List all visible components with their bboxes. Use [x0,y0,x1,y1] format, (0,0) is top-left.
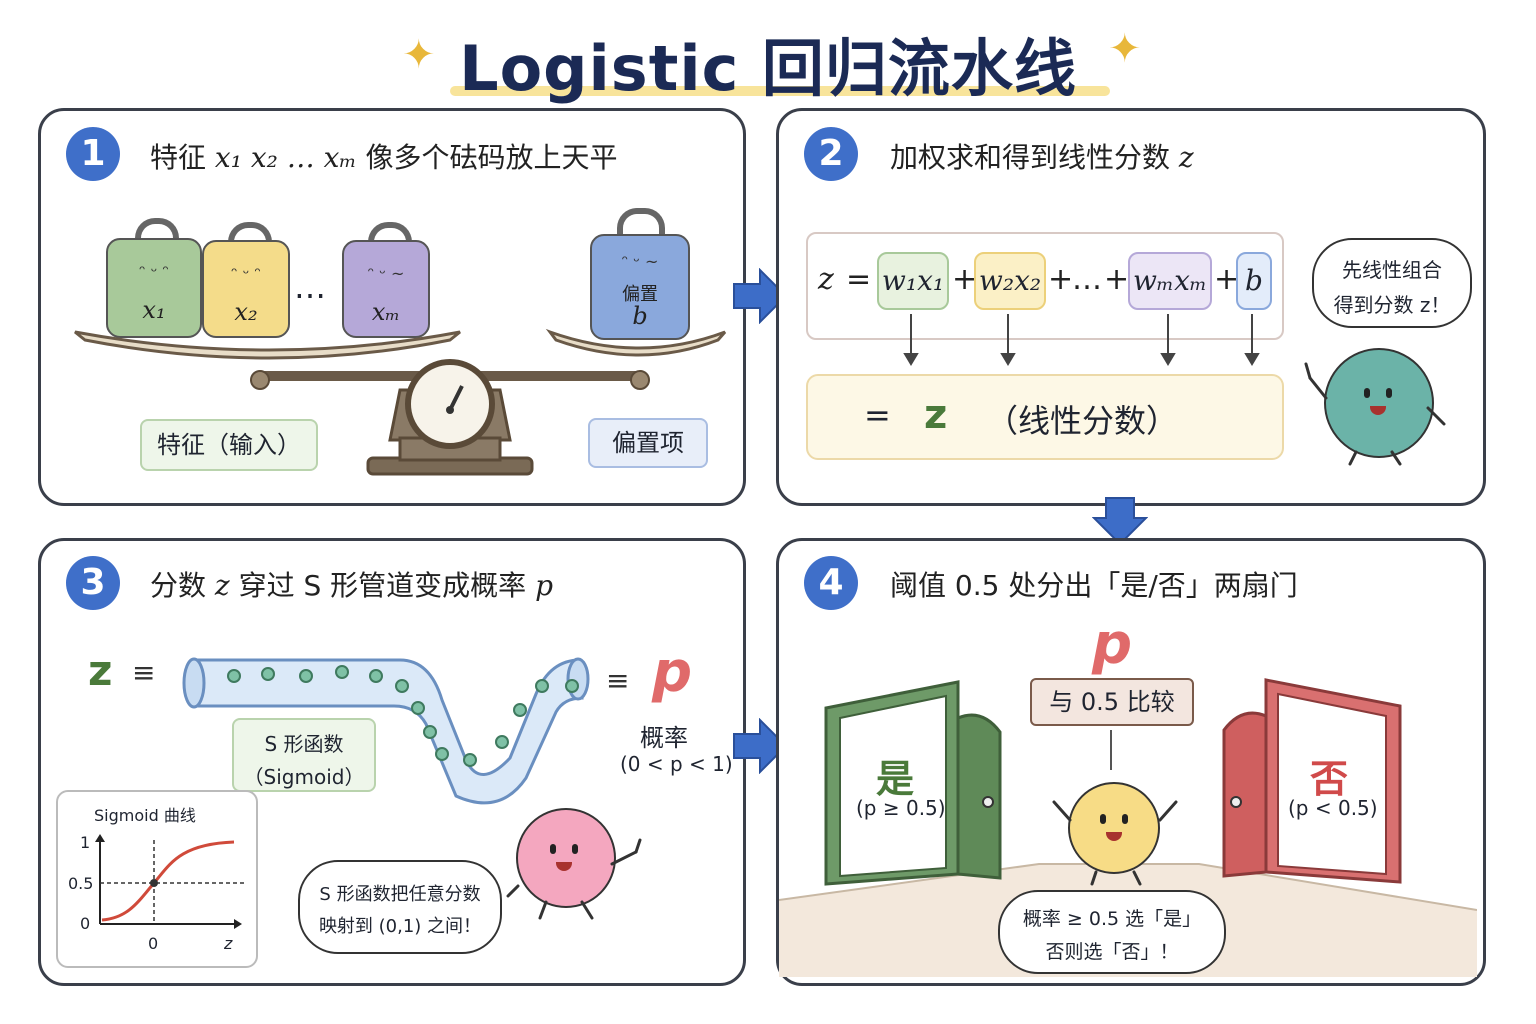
speech-bubble: S 形函数把任意分数 映射到 (0,1) 之间！ [298,860,502,954]
step-badge-3: 3 [66,556,120,610]
plus: + [1104,262,1130,297]
down-arrows-icon [903,314,1260,366]
mascot-teal-icon [1324,348,1434,458]
door-yes-icon [824,680,1002,886]
weight-x2: ᵔ ᵕ ᵔ x₂ [202,240,290,338]
equation-box [806,232,1284,340]
plot-xtick: 0 [148,934,159,953]
dots: … [1072,262,1102,297]
weight-xm: ᵔ ᵕ ~ xₘ [342,240,430,338]
yes-label: 是 [876,757,915,801]
p-label: p [1092,612,1133,677]
result-label: （线性分数） [986,402,1179,440]
panel4-title: 阈值 0.5 处分出「是/否」两扇门 [890,569,1298,602]
compare-sign: 与 0.5 比较 [1030,678,1194,726]
p-output-label: p [652,640,693,705]
speech-bubble: 概率 ≥ 0.5 选「是」 否则选「否」！ [998,890,1226,974]
weight-bias: ᵔ ᵕ ~ 偏置 b [590,234,690,340]
sigmoid-plot [95,834,246,929]
tag-features: 特征（输入） [140,419,318,471]
term-b: b [1236,252,1272,310]
plus: + [1048,262,1074,297]
eq-equals: = [846,262,872,297]
panel1-title: 特征 x₁ x₂ … xₘ 像多个砝码放上天平 [150,141,618,174]
balance-scale-icon [74,328,727,476]
term-w1x1: w₁x₁ [877,252,949,310]
step-badge-4: 4 [804,556,858,610]
page-title: Logistic 回归流水线 [459,32,1077,105]
sparkle-icon: ✦ [402,32,436,78]
result-box [806,374,1284,460]
term-wmxm: wₘxₘ [1128,252,1212,310]
sign-post [1110,730,1112,770]
mascot-limbs-icon [506,838,642,920]
sigmoid-tube-icon [182,657,590,805]
step-badge-1: 1 [66,127,120,181]
mascot-pink-icon [516,808,616,908]
speech-bubble: 先线性组合 得到分数 z！ [1312,238,1472,328]
eq-z: z [818,262,834,297]
mascot-yellow-icon [1068,782,1160,874]
weight-handle-icon [368,222,412,248]
flow-lines-icon: ≡ [132,656,156,689]
result-equals: = [864,396,891,434]
weight-x1: ᵔ ᵕ ᵔ x₁ [106,238,202,338]
plus: + [1214,262,1240,297]
plot-xtick: z [224,934,233,953]
plot-ytick: 1 [80,833,91,852]
result-z: z [924,392,948,438]
weight-handle-icon [617,208,665,242]
arrow-down-icon [1092,497,1148,546]
term-w2x2: w₂x₂ [974,252,1046,310]
plot-ytick: 0.5 [68,874,94,893]
panel2-title: 加权求和得到线性分数 z [890,141,1194,174]
yes-condition: (p ≥ 0.5) [856,796,946,820]
plus: + [952,262,978,297]
tag-bias: 偏置项 [588,418,708,468]
no-label: 否 [1310,757,1349,801]
z-input-label: z [88,646,113,695]
arrow-right-icon [733,268,788,324]
prob-range: (0 < p < 1) [620,752,733,776]
no-condition: (p < 0.5) [1288,796,1378,820]
door-no-icon [1222,678,1402,884]
weight-handle-icon [228,222,272,248]
panel3-title: 分数 z 穿过 S 形管道变成概率 p [150,569,554,602]
step-badge-2: 2 [804,127,858,181]
sparkle-icon: ✦ [1108,26,1142,72]
weight-handle-icon [135,218,179,246]
mascot-limbs-icon [1304,362,1446,466]
arrow-right-icon [733,718,788,774]
prob-label: 概率 [640,724,688,752]
plot-ytick: 0 [80,914,91,933]
mascot-limbs-icon [1052,800,1178,886]
title-underline [450,86,1110,96]
plot-title: Sigmoid 曲线 [94,806,196,825]
weights-ellipsis: … [294,268,326,306]
tag-sigmoid: S 形函数 （Sigmoid） [232,718,376,792]
flow-lines-icon: ≡ [606,664,630,697]
